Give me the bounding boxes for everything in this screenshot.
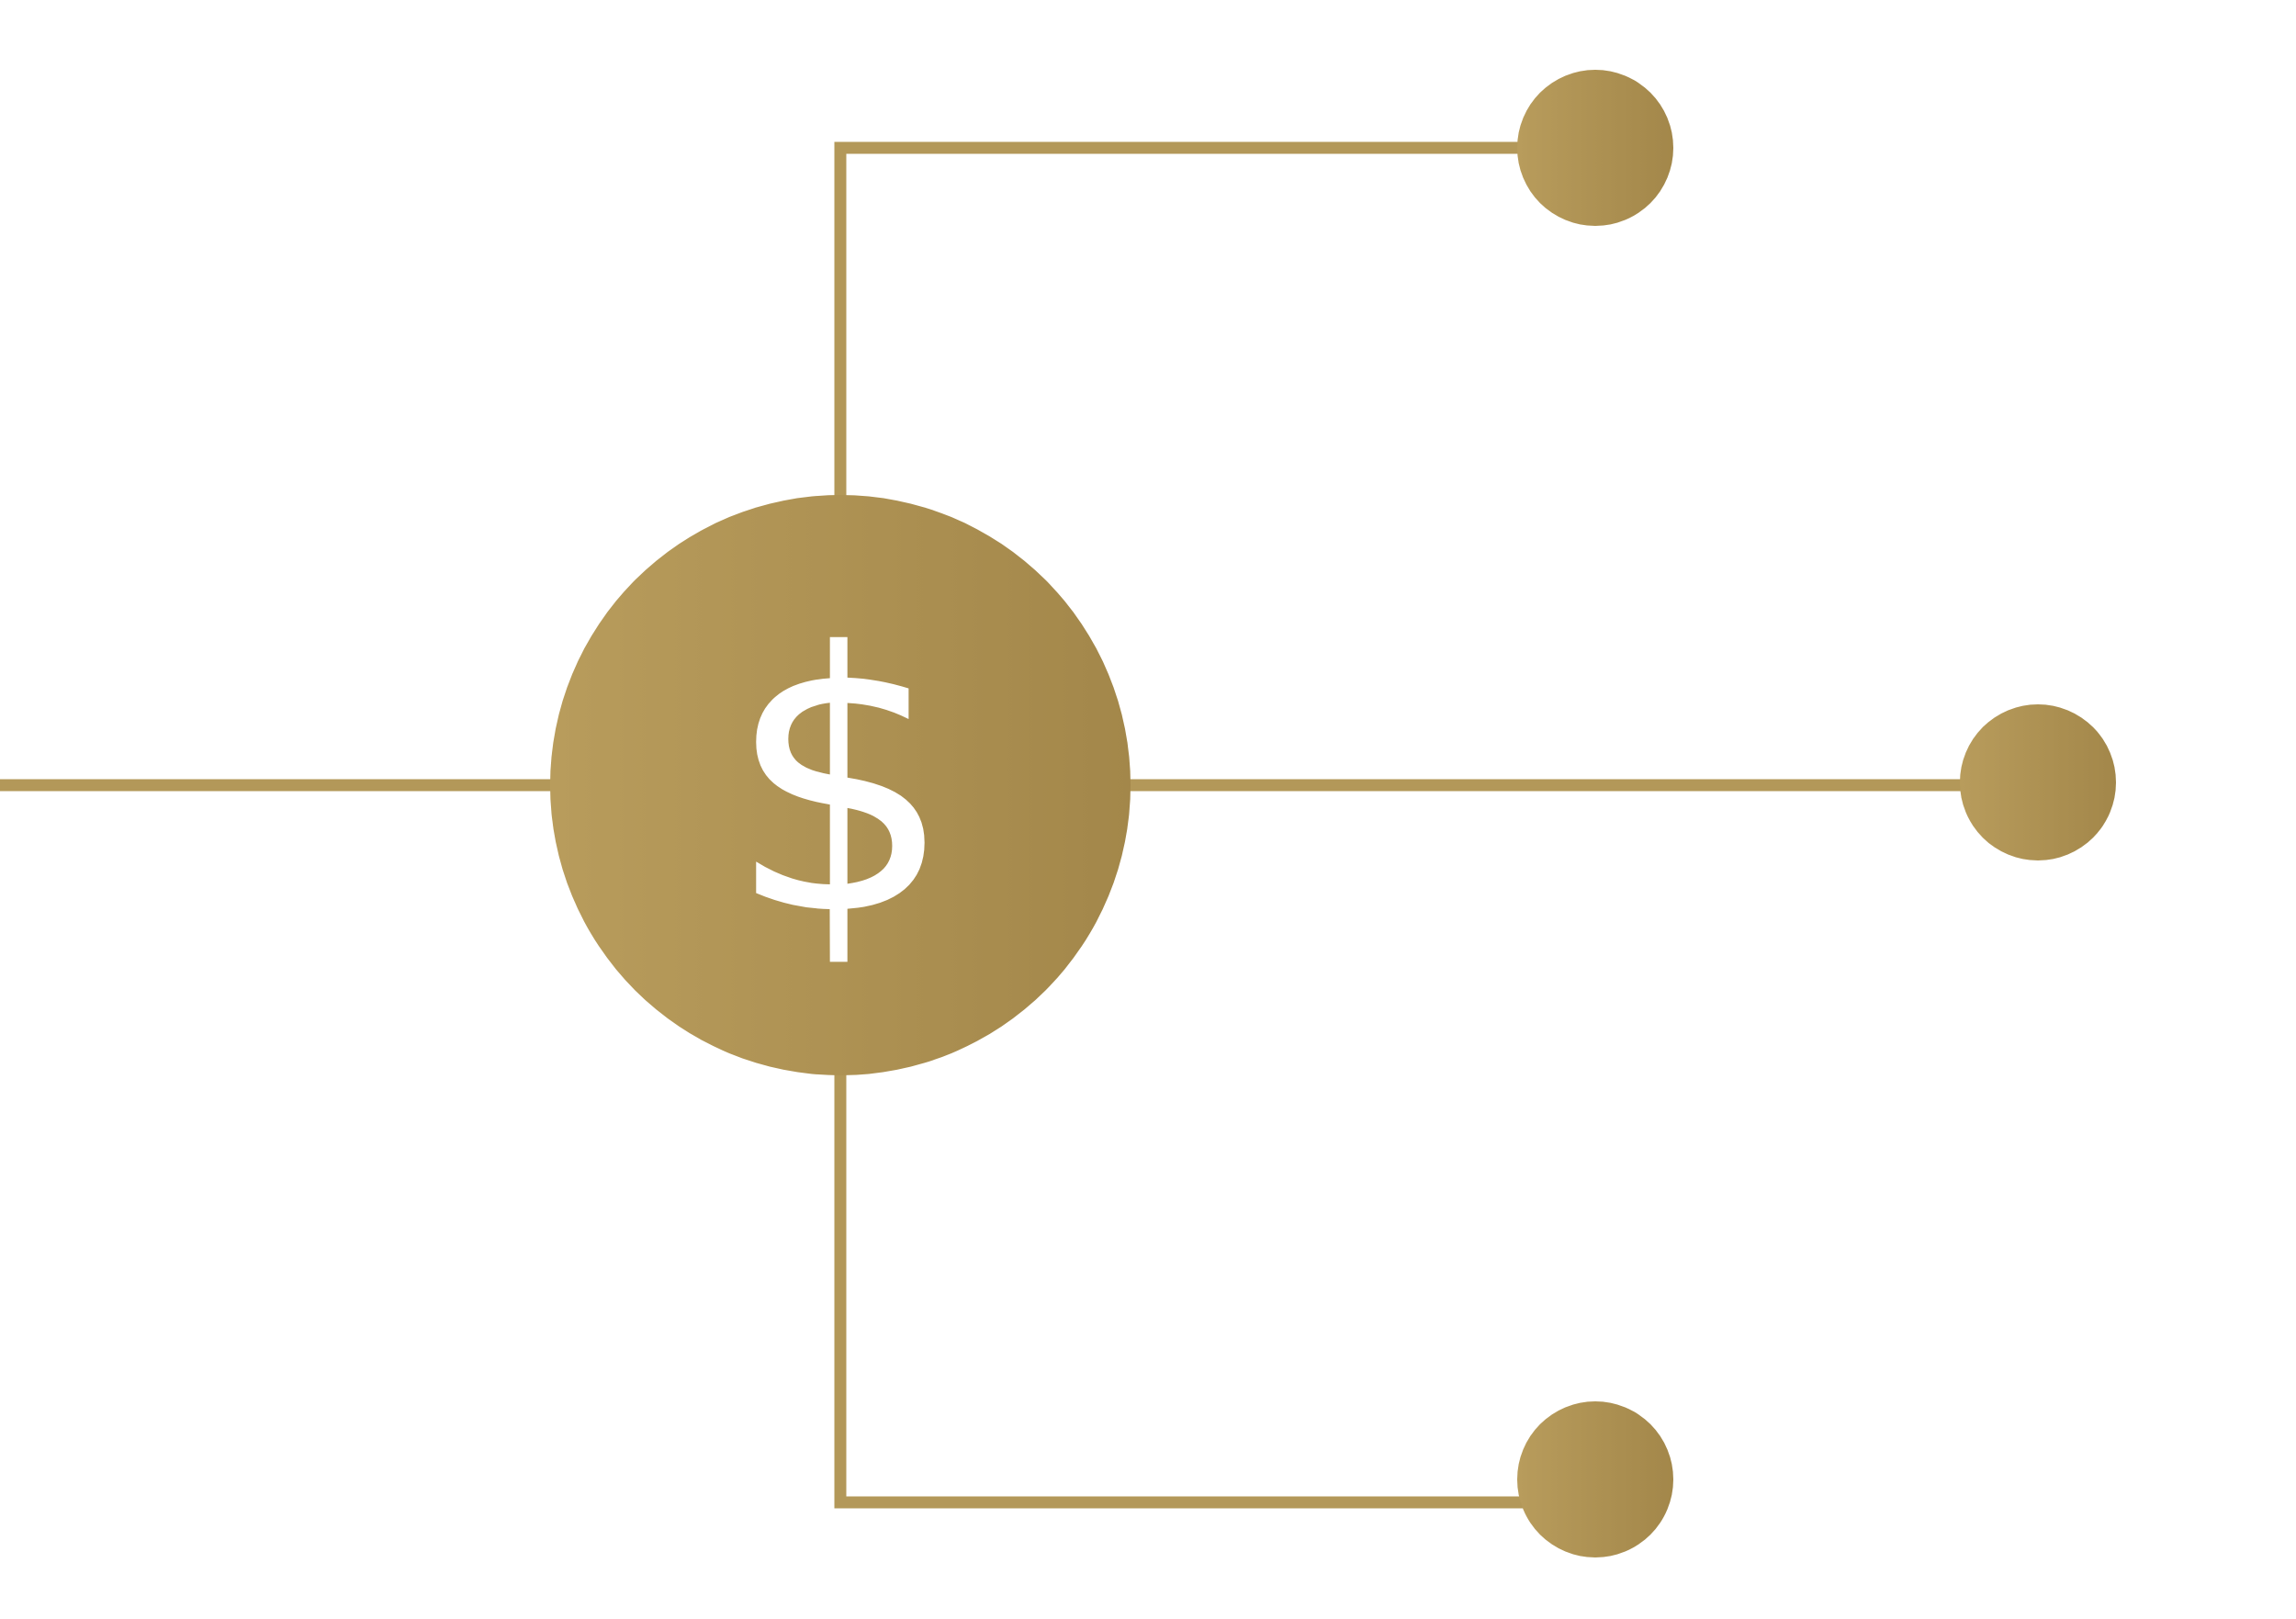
endpoint-node-top — [1517, 70, 1673, 226]
connector-line-top — [834, 141, 1520, 496]
center-circle — [550, 495, 1131, 1075]
endpoint-node-bottom — [1517, 1401, 1673, 1557]
endpoint-node-right — [1960, 704, 2116, 860]
center-node: $ — [550, 495, 1131, 1075]
dollar-sign-icon: $ — [726, 577, 954, 994]
connector-line-bottom — [834, 1073, 1526, 1509]
